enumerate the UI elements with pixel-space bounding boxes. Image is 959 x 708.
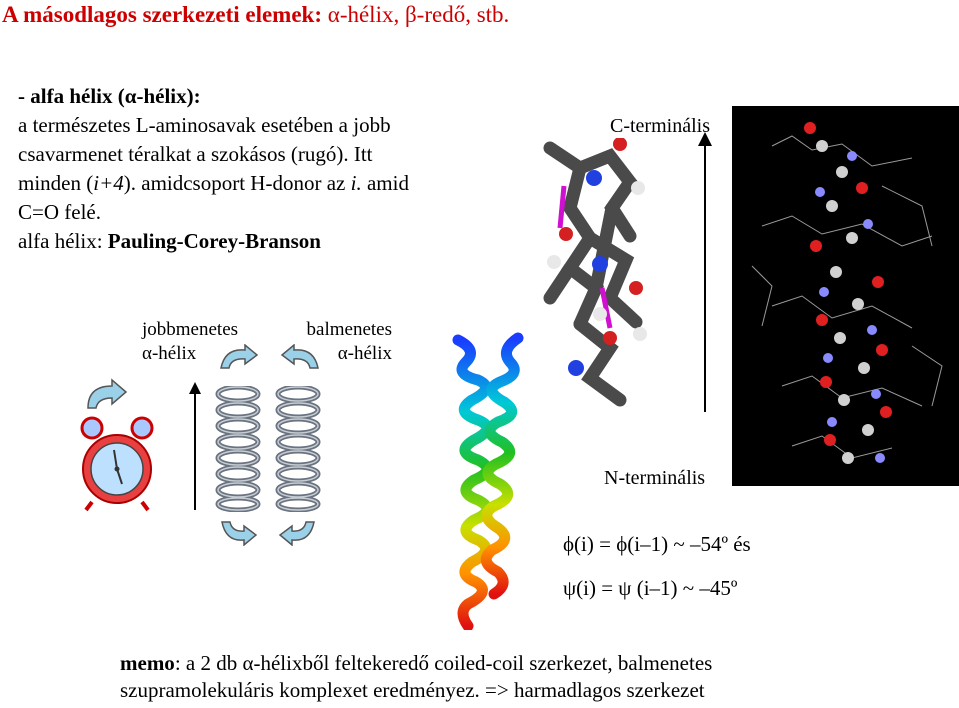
rotate-arrow-icon	[220, 344, 259, 369]
rotate-arrow-icon	[87, 378, 128, 409]
up-arrow-icon	[189, 382, 201, 510]
memo-line-2: szupramolekuláris komplexet eredményez. …	[120, 678, 705, 702]
wireframe-model-panel	[732, 106, 959, 486]
alarm-clock-icon	[80, 416, 154, 512]
body-line-4: C=O felé.	[18, 200, 101, 224]
label-n-terminal: N-terminális	[604, 467, 706, 489]
title-suffix: α-hélix, β-redő, stb.	[327, 2, 510, 27]
body-text: - alfa hélix (α-hélix): a természetes L-…	[18, 82, 518, 256]
rotate-arrow-icon	[221, 521, 258, 546]
memo-text: memo: a 2 db α-hélixből feltekeredő coil…	[120, 650, 712, 704]
formula-phi: ϕ(i) = ϕ(i–1) ~ –54º és	[563, 532, 751, 556]
terminal-direction-arrow-icon	[698, 132, 712, 412]
title-prefix: A másodlagos szerkezeti elemek:	[2, 2, 328, 27]
label-left-handed: balmenetes α-hélix	[306, 319, 392, 364]
body-line-1: a természetes L-aminosavak esetében a jo…	[18, 113, 391, 137]
rotate-arrow-icon	[278, 521, 315, 546]
wireframe-model-image	[751, 122, 943, 464]
body-line-5: alfa hélix: Pauling-Corey-Branson	[18, 229, 321, 253]
rotate-arrow-icon	[280, 344, 319, 369]
body-line-3: minden (i+4). amidcsoport H-donor az i. …	[18, 171, 409, 195]
label-right-handed: jobbmenetes α-hélix	[142, 319, 239, 364]
coiled-coil-ribbon-image	[452, 332, 524, 630]
ball-stick-model-image	[543, 138, 647, 407]
slide-title: A másodlagos szerkezeti elemek: α-hélix,…	[2, 2, 509, 28]
memo-line-1: memo: a 2 db α-hélixből feltekeredő coil…	[120, 651, 713, 675]
right-handed-helix-spring	[215, 386, 261, 512]
body-line-2: csavarmenet téralkat a szokásos (rugó). …	[18, 142, 373, 166]
formula-psi: ψ(i) = ψ (i–1) ~ –45º	[563, 576, 738, 600]
left-handed-helix-spring	[275, 386, 321, 512]
ball-stick-model-panel	[540, 138, 652, 410]
heading-alpha-helix: - alfa hélix (α-hélix):	[18, 84, 201, 108]
label-c-terminal: C-terminális	[610, 115, 710, 137]
